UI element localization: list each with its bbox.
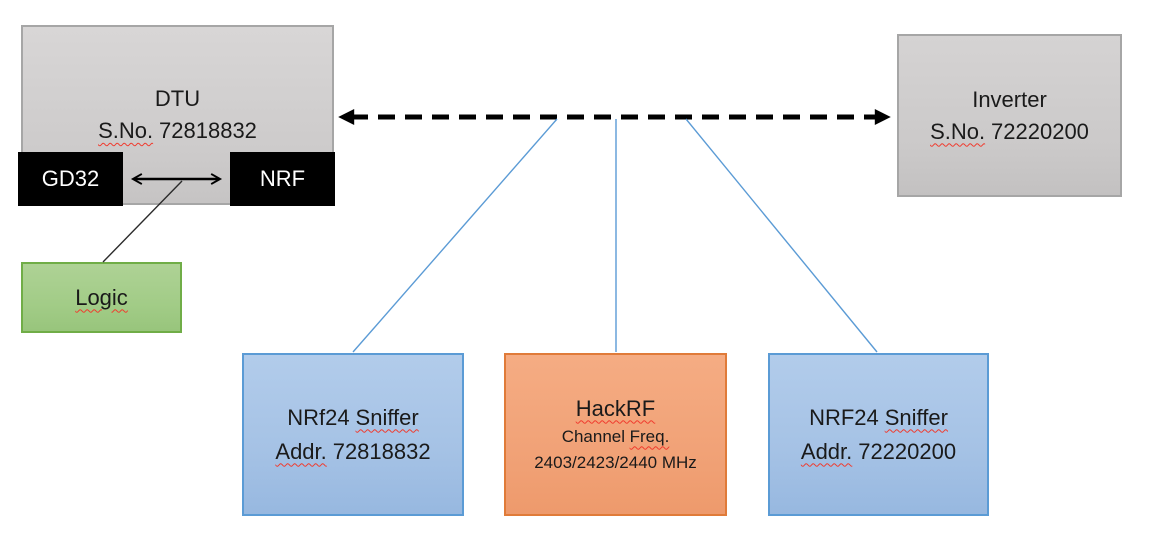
inverter-serial-value: 72220200 bbox=[991, 118, 1089, 144]
sniffer-right-addr-value: 72220200 bbox=[858, 438, 957, 464]
inverter-serial: S.No.72220200 bbox=[930, 116, 1089, 148]
hackrf-frequencies: 2403/2423/2440 MHz bbox=[534, 452, 697, 472]
sniffer-right-name-prefix: NRF24 bbox=[809, 404, 879, 430]
logic-label: Logic bbox=[75, 284, 128, 310]
hackrf-subtitle-word: Freq. bbox=[629, 426, 670, 446]
hackrf-subtitle-prefix: Channel bbox=[561, 426, 626, 446]
gd32-chip-label: GD32 bbox=[41, 166, 100, 191]
nrf-chip-label: NRF bbox=[259, 166, 306, 191]
sniffer-left-addr-label: Addr. bbox=[275, 438, 327, 464]
logic-box: Logic bbox=[21, 262, 182, 333]
sniffer-left-addr-value: 72818832 bbox=[332, 438, 431, 464]
sniffer-right-name-word: Sniffer bbox=[884, 404, 948, 430]
nrf-chip: NRF bbox=[230, 152, 335, 206]
dtu-serial-value: 72818832 bbox=[159, 118, 257, 143]
dtu-serial: S.No.72818832 bbox=[98, 115, 257, 147]
inverter-title: Inverter bbox=[972, 86, 1047, 112]
sniffer-left-connector-line bbox=[352, 118, 558, 353]
sniffer-left-addr: Addr.72818832 bbox=[275, 435, 430, 469]
sniffer-right-addr: Addr.72220200 bbox=[801, 435, 956, 469]
dtu-serial-label: S.No. bbox=[98, 118, 154, 143]
sniffer-left-name-prefix: NRf24 bbox=[287, 404, 350, 430]
inverter-serial-label: S.No. bbox=[930, 118, 986, 144]
gd32-chip: GD32 bbox=[18, 152, 123, 206]
dtu-title: DTU bbox=[154, 86, 201, 111]
sniffer-left-name-word: Sniffer bbox=[355, 404, 419, 430]
hackrf-title: HackRF bbox=[575, 395, 656, 421]
sniffer-right-addr-label: Addr. bbox=[800, 438, 853, 464]
inverter-box: Inverter S.No.72220200 bbox=[897, 34, 1122, 197]
sniffer-right-connector-line bbox=[685, 118, 878, 353]
